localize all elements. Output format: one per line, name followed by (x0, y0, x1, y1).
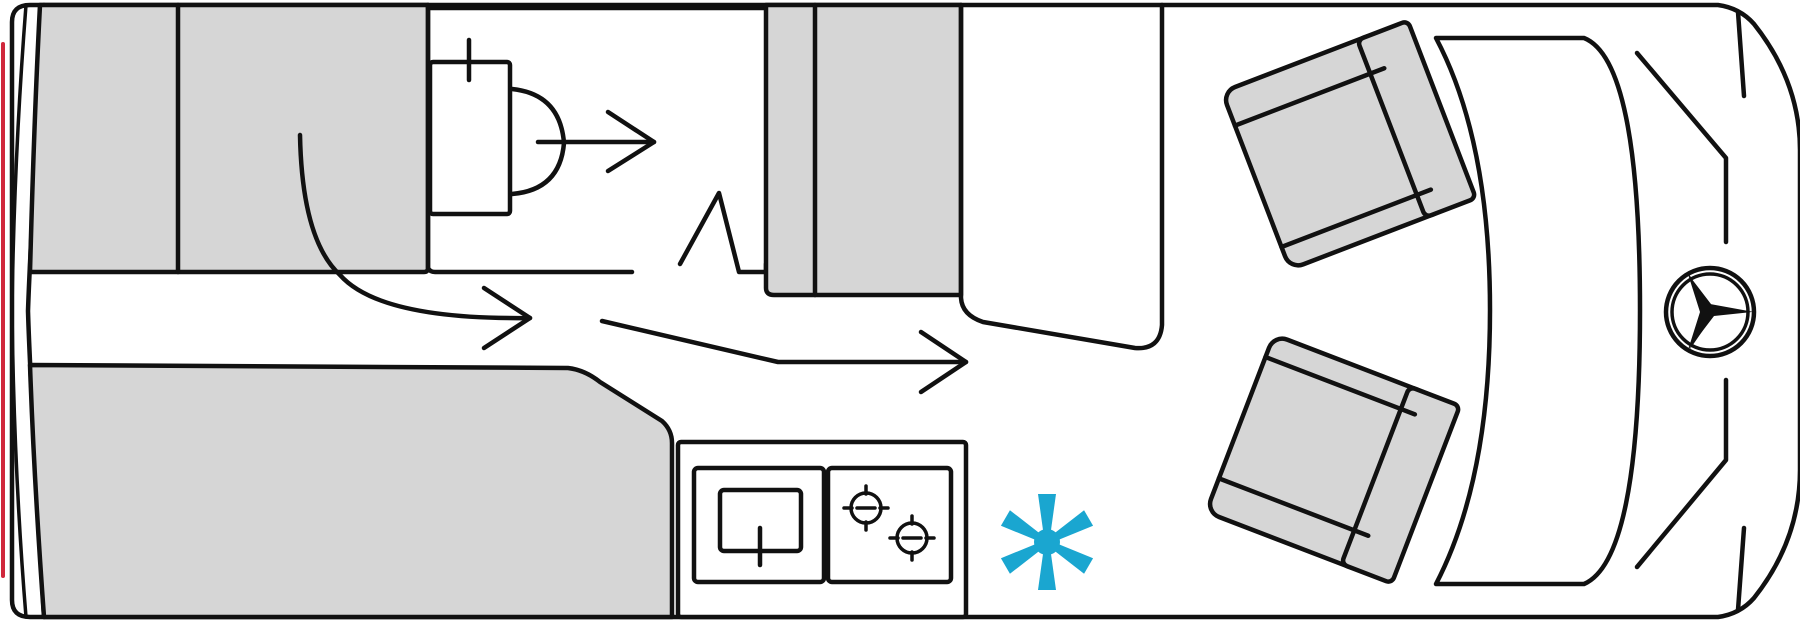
vehicle-outline (9, 2, 1800, 620)
rear-bed-upper (27, 2, 431, 275)
windshield-upper (1634, 50, 1729, 245)
walkway-curve-arrow (297, 132, 533, 321)
dashboard (1433, 35, 1643, 587)
three-pointed-star-logo (1663, 265, 1757, 359)
bathroom-cabinet (427, 59, 513, 217)
rear-bed-lower (27, 362, 675, 620)
wardrobe-block (763, 2, 964, 298)
walkway-curve-arrow-head (481, 285, 533, 351)
cab-seat-lower (1207, 336, 1461, 584)
partition-zigzag (677, 190, 769, 275)
bath-exit-arrow-head (605, 109, 657, 174)
bathroom-wall (425, 2, 635, 275)
walkway-straight-arrow (599, 318, 969, 365)
burner-icon (888, 514, 936, 562)
rear-wall-outer (10, 3, 28, 619)
asterisk-icon (1000, 494, 1094, 590)
cab-partition (958, 2, 1165, 351)
cab-seat-upper (1223, 20, 1477, 268)
stove-top (825, 465, 954, 585)
a-pillar-lower (1735, 525, 1747, 613)
windshield-lower (1634, 377, 1729, 570)
walkway-straight-arrow-head (918, 329, 969, 395)
burner-icon (842, 484, 890, 532)
a-pillar-upper (1735, 9, 1747, 99)
